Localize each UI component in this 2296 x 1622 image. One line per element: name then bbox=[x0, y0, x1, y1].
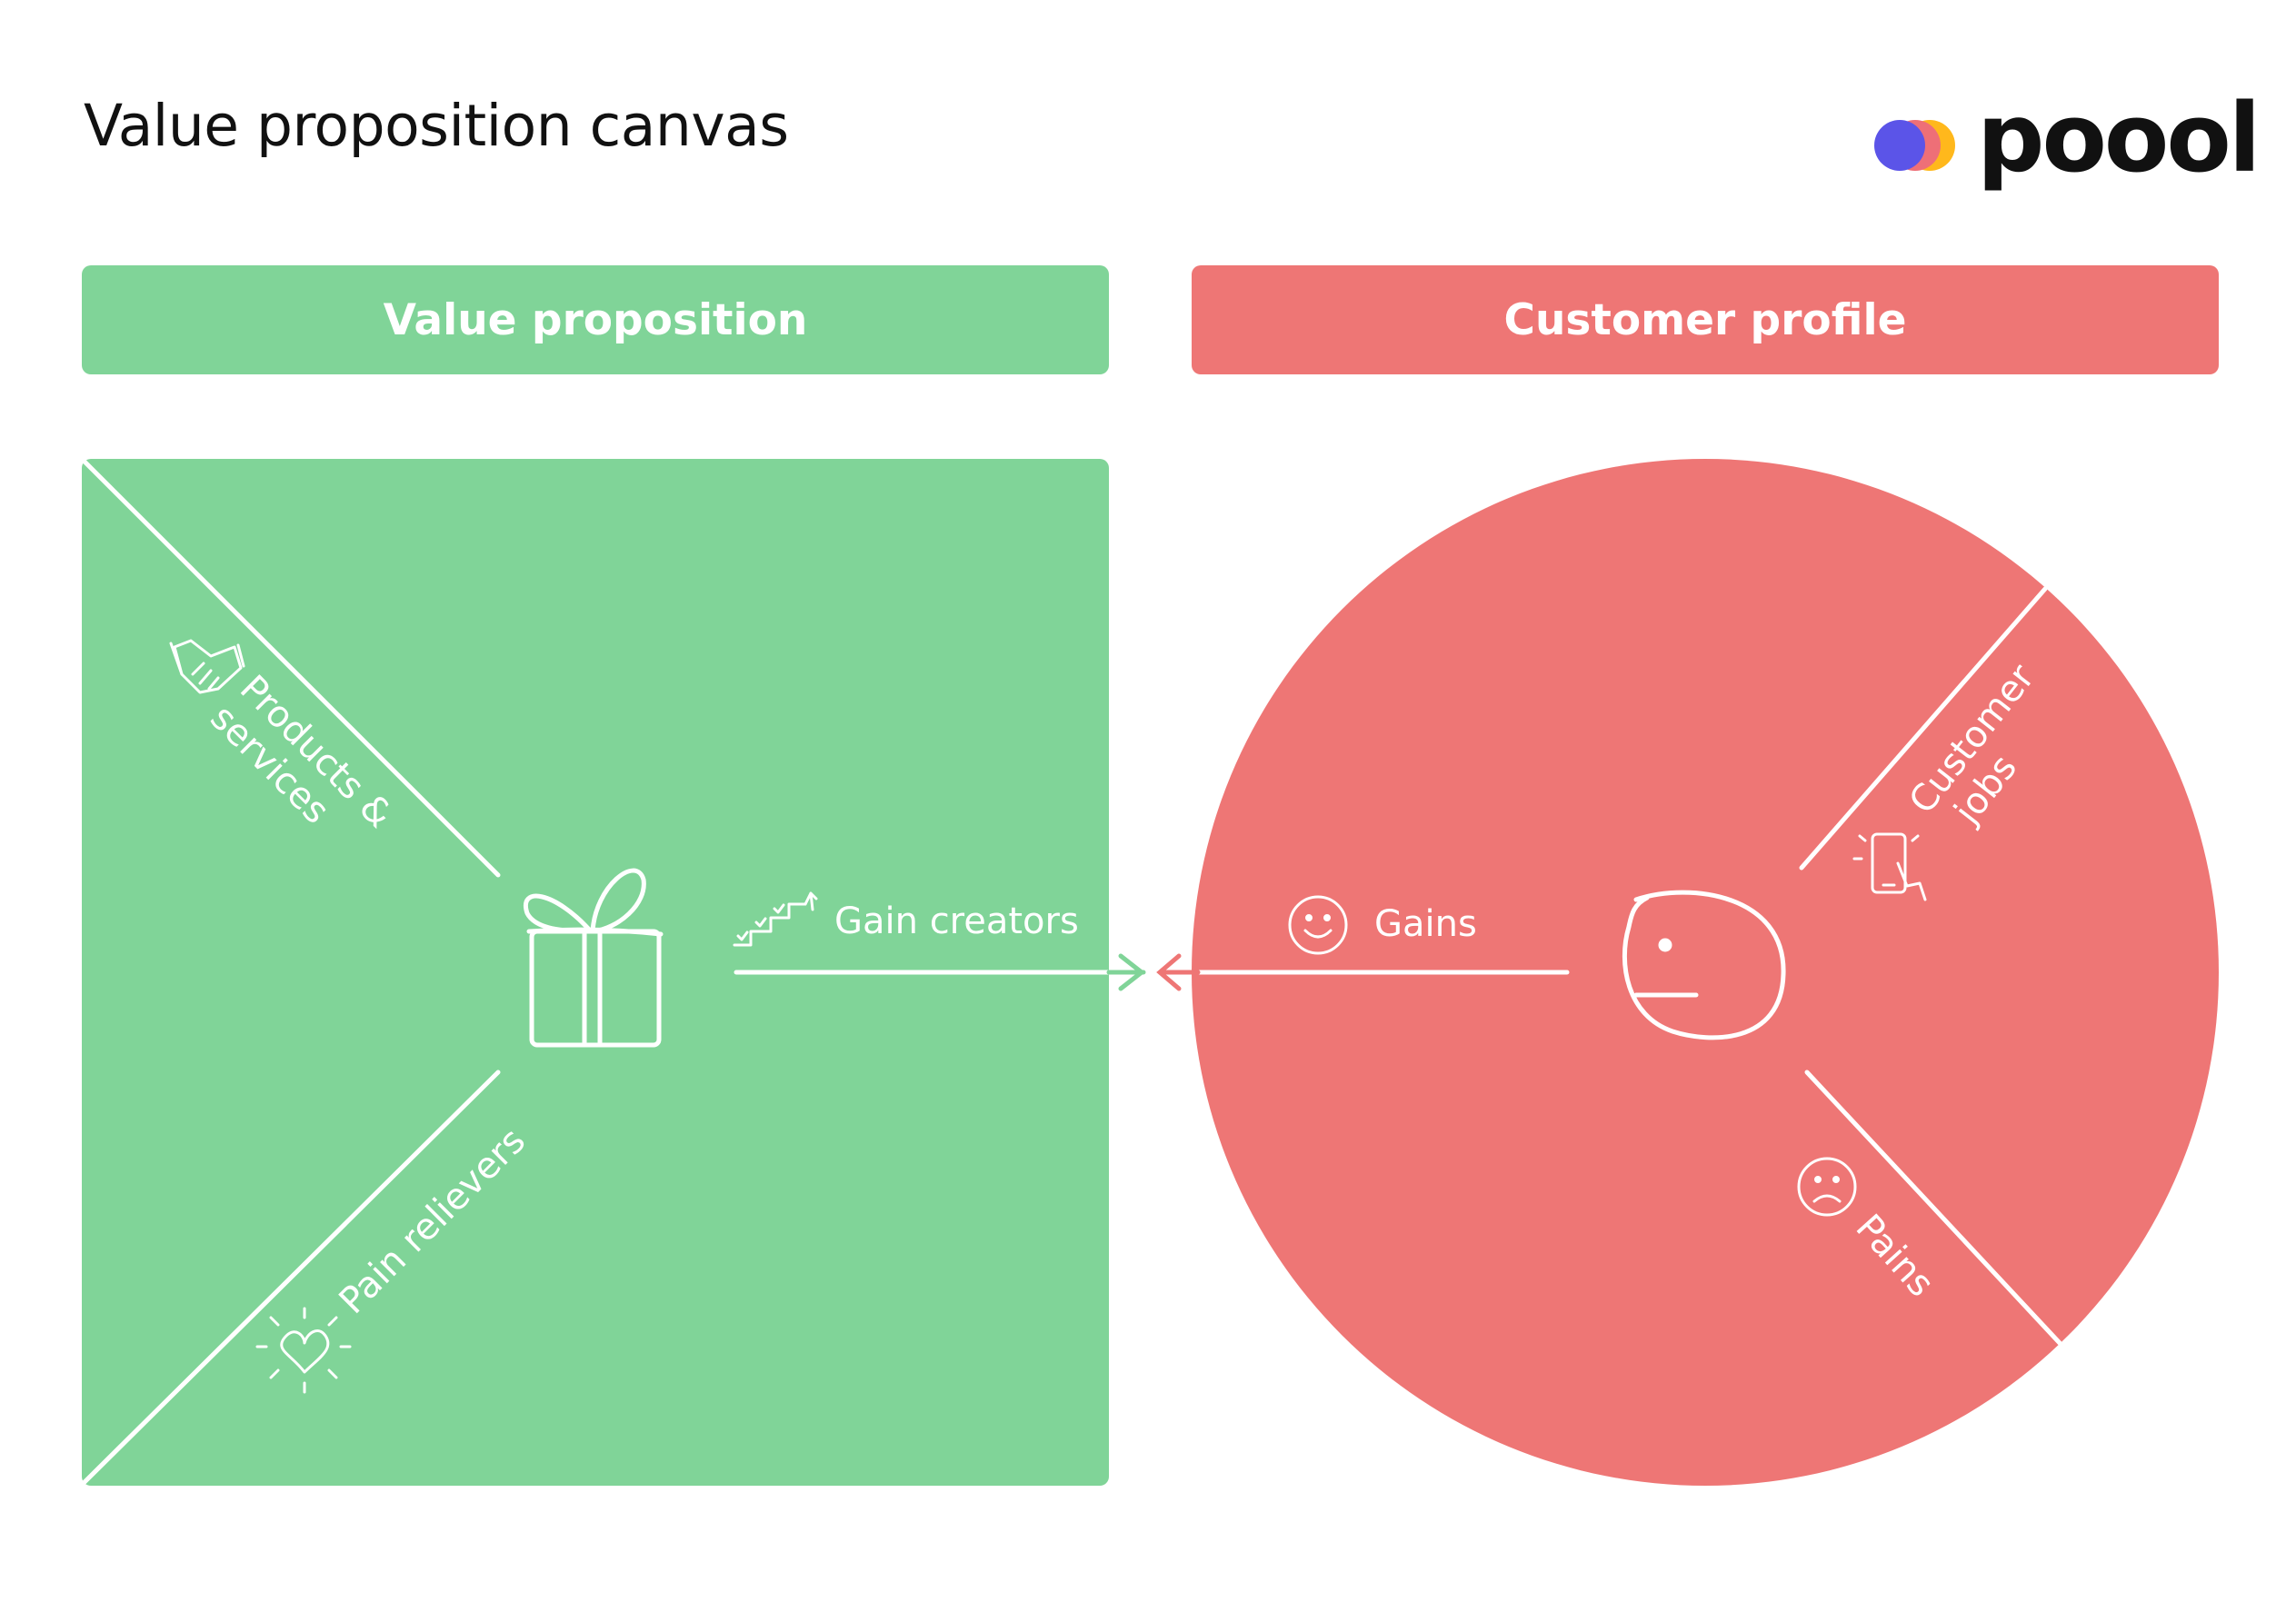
face-icon bbox=[1622, 890, 1786, 1040]
page-title: Value proposition canvas bbox=[84, 93, 789, 159]
gift-icon bbox=[524, 868, 664, 1048]
heart-icon bbox=[255, 1307, 352, 1394]
value-proposition-header: Value proposition bbox=[82, 265, 1109, 374]
customer-jobs-divider-line bbox=[1799, 586, 2048, 871]
logo-text: poool bbox=[1977, 83, 2261, 194]
logo-dots-icon bbox=[1874, 120, 1955, 171]
stairs-icon bbox=[733, 891, 818, 947]
red-arrow-head bbox=[1156, 953, 1201, 991]
poool-logo: poool bbox=[1872, 91, 2261, 191]
phone-tap-icon bbox=[1852, 832, 1927, 901]
customer-profile-header: Customer profile bbox=[1192, 265, 2219, 374]
pain-relievers-divider-line bbox=[81, 1070, 501, 1486]
products-divider-line bbox=[81, 458, 501, 878]
sad-icon bbox=[1797, 1157, 1857, 1217]
smile-icon bbox=[1288, 895, 1348, 955]
green-arrow-head bbox=[1106, 953, 1146, 991]
customer-profile-circle bbox=[1192, 459, 2219, 1486]
handshake-icon bbox=[169, 639, 245, 694]
gains-label: Gains bbox=[1374, 903, 1477, 945]
gain-creators-label: Gain creators bbox=[834, 901, 1079, 942]
pains-divider-line bbox=[1804, 1070, 2062, 1346]
